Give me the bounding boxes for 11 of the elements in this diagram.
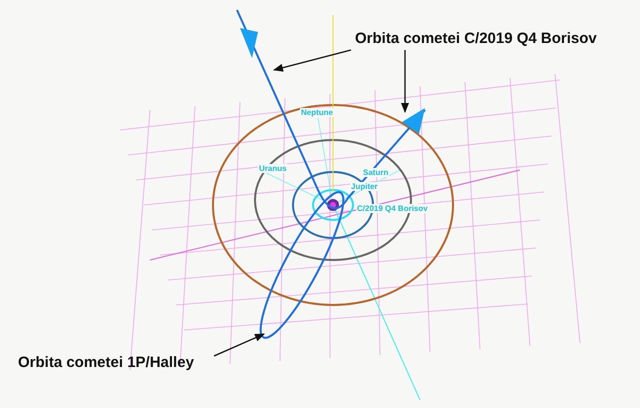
- callout-label: Orbita cometei 1P/Halley: [18, 354, 194, 371]
- planet-label: Jupiter: [350, 182, 379, 191]
- planet-label: C/2019 Q4 Borisov: [356, 204, 429, 213]
- leader-line: [214, 333, 265, 357]
- planet-label: Saturn: [362, 168, 390, 177]
- callout-label: Orbita cometei C/2019 Q4 Borisov: [355, 30, 597, 47]
- planet-label: Uranus: [258, 164, 288, 173]
- planet-label: Neptune: [300, 108, 334, 117]
- leader-line: [273, 49, 352, 72]
- comet-orbit: [260, 191, 344, 339]
- leader-line: [401, 50, 409, 113]
